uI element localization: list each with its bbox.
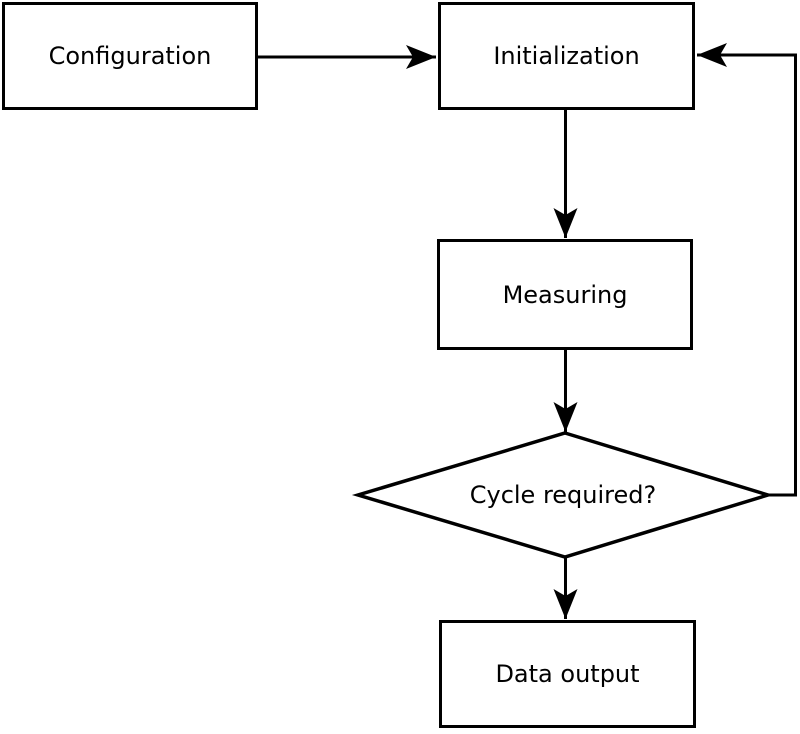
node-data-output-label: Data output: [495, 660, 640, 688]
node-data-output: Data output: [439, 620, 696, 728]
node-measuring: Measuring: [437, 239, 693, 350]
edge-cycle-required-to-initialization-loop: [697, 43, 797, 497]
node-cycle-required-shape: [351, 431, 774, 559]
node-measuring-label: Measuring: [502, 280, 628, 309]
node-initialization-label: Initialization: [493, 42, 640, 70]
node-initialization: Initialization: [438, 2, 695, 110]
node-configuration: Configuration: [2, 2, 258, 110]
node-configuration-label: Configuration: [48, 42, 212, 70]
